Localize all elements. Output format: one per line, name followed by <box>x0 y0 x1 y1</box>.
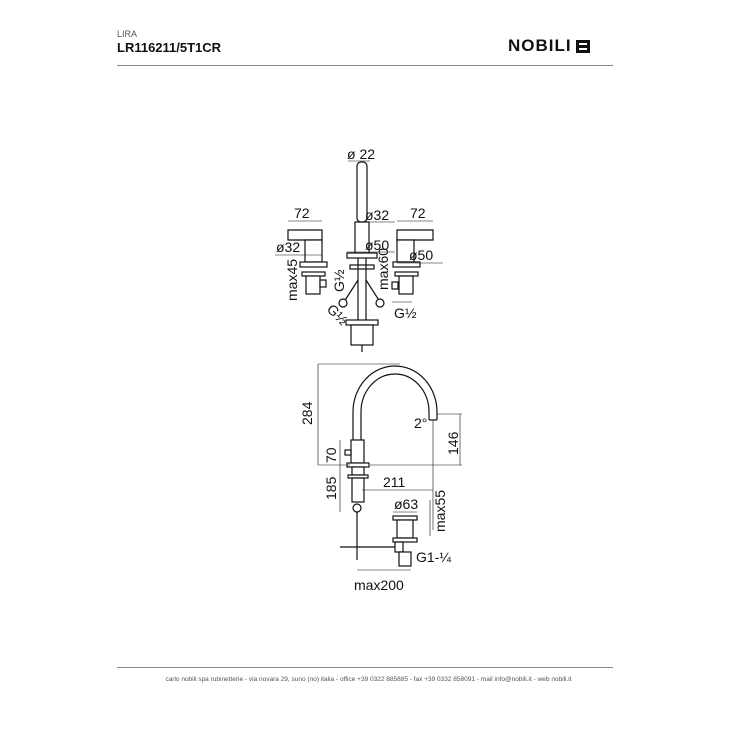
dim-angle: 2° <box>414 415 427 431</box>
drain-tail <box>398 551 412 567</box>
dim-body-height: 70 <box>323 447 339 463</box>
dim-drain-dia: ø63 <box>394 496 418 512</box>
dim-rod-max: max200 <box>354 577 404 593</box>
dim-spout-tip-dia: ø 22 <box>347 146 375 162</box>
dim-outlet-height: 146 <box>445 431 461 455</box>
header-divider <box>117 65 613 66</box>
footer-contact: carlo nobili spa rubinetterie - via nova… <box>165 676 572 683</box>
left-handle-body <box>304 239 323 263</box>
left-handle-base <box>299 261 328 268</box>
drain-body <box>350 324 374 346</box>
product-code: LR116211/5T1CR <box>117 40 222 55</box>
spout-nut <box>349 264 375 270</box>
dim-center-thread: G½ <box>331 269 347 292</box>
dim-right-handle-length: 72 <box>410 205 426 221</box>
dim-center-max: max60 <box>375 248 391 290</box>
dim-shank-length: 185 <box>323 476 339 500</box>
brand-mark-icon <box>575 39 590 53</box>
footer-divider <box>117 667 613 668</box>
series-name: LIRA <box>117 29 138 39</box>
dim-reach: 211 <box>383 474 406 490</box>
spout-body <box>350 439 365 464</box>
dim-left-handle-length: 72 <box>294 205 310 221</box>
gooseneck-inner <box>360 373 430 440</box>
brand-name: NOBILI <box>508 36 572 55</box>
dim-spout-base-dia: ø50 <box>365 237 389 253</box>
right-lever <box>396 229 434 241</box>
spout-base <box>346 252 378 259</box>
dim-drain-max: max55 <box>432 490 448 532</box>
dim-left-max: max45 <box>284 259 300 301</box>
dim-drain-thread: G1-¼ <box>416 549 451 565</box>
dim-spout-dia: ø32 <box>365 207 389 223</box>
drain-flange <box>345 319 379 326</box>
dim-height: 284 <box>299 401 315 425</box>
top-view: ø 22 ø32 ø50 max60 G½ G½ 72 ø32 max45 72… <box>275 146 443 352</box>
dim-right-thread: G½ <box>394 305 417 321</box>
dim-left-handle-dia: ø32 <box>276 239 300 255</box>
brand-logo: NOBILI <box>508 36 590 56</box>
side-view: 284 70 185 211 146 2° ø63 max55 G1-¼ max… <box>299 363 462 593</box>
gooseneck-outer <box>352 365 438 440</box>
right-handle-base <box>392 261 421 268</box>
dim-right-base-dia: ø50 <box>409 247 433 263</box>
